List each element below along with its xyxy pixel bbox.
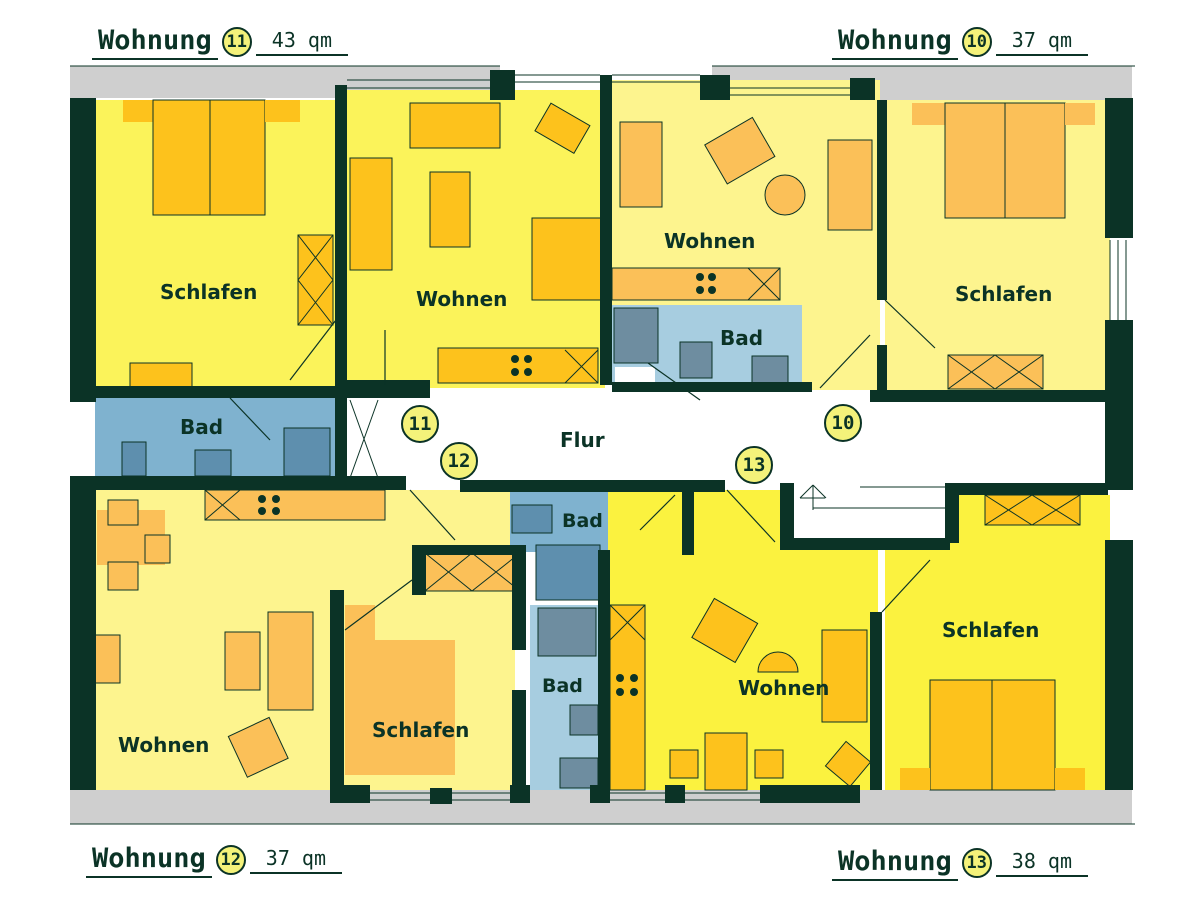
door-marker-11: 11 (401, 405, 439, 443)
room-label-apt12-bad: Bad (542, 675, 583, 697)
apartment-label: Wohnung (92, 25, 218, 60)
door-marker-10: 10 (824, 404, 862, 442)
door-marker-13: 13 (735, 446, 773, 484)
apartment-area: 43 qm (255, 28, 348, 56)
apartment-title-12: Wohnung 12 37 qm (86, 840, 342, 880)
room-label-apt13-bad: Bad (562, 510, 603, 532)
apartment-number-badge: 10 (961, 27, 992, 57)
apartment-label: Wohnung (832, 846, 958, 881)
apartment-area: 37 qm (249, 846, 342, 874)
apartment-area: 38 qm (995, 849, 1088, 877)
apartment-title-10: Wohnung 10 37 qm (832, 22, 1088, 62)
room-label-apt12-schlafen: Schlafen (372, 718, 470, 742)
door-marker-12: 12 (440, 442, 478, 480)
apartment-number-badge: 13 (961, 848, 992, 878)
apartment-label: Wohnung (832, 25, 958, 60)
room-label-apt12-wohnen: Wohnen (118, 733, 210, 757)
room-label-apt13-wohnen: Wohnen (738, 676, 830, 700)
stair-landing (790, 483, 950, 543)
apartment-number-badge: 12 (215, 845, 246, 875)
room-label-apt11-wohnen: Wohnen (416, 287, 508, 311)
room-label-apt11-schlafen: Schlafen (160, 280, 258, 304)
room-label-apt10-bad: Bad (720, 326, 764, 350)
room-label-apt11-bad: Bad (180, 415, 224, 439)
apartment-title-13: Wohnung 13 38 qm (832, 843, 1088, 883)
apartment-area: 37 qm (995, 28, 1088, 56)
room-label-apt10-schlafen: Schlafen (955, 282, 1053, 306)
apartment-label: Wohnung (86, 843, 212, 878)
apartment-number-badge: 11 (221, 27, 252, 57)
room-label-apt13-schlafen: Schlafen (942, 618, 1040, 642)
room-label-corridor: Flur (560, 428, 605, 452)
room-label-apt10-wohnen: Wohnen (664, 229, 756, 253)
apartment-title-11: Wohnung 11 43 qm (92, 22, 348, 62)
